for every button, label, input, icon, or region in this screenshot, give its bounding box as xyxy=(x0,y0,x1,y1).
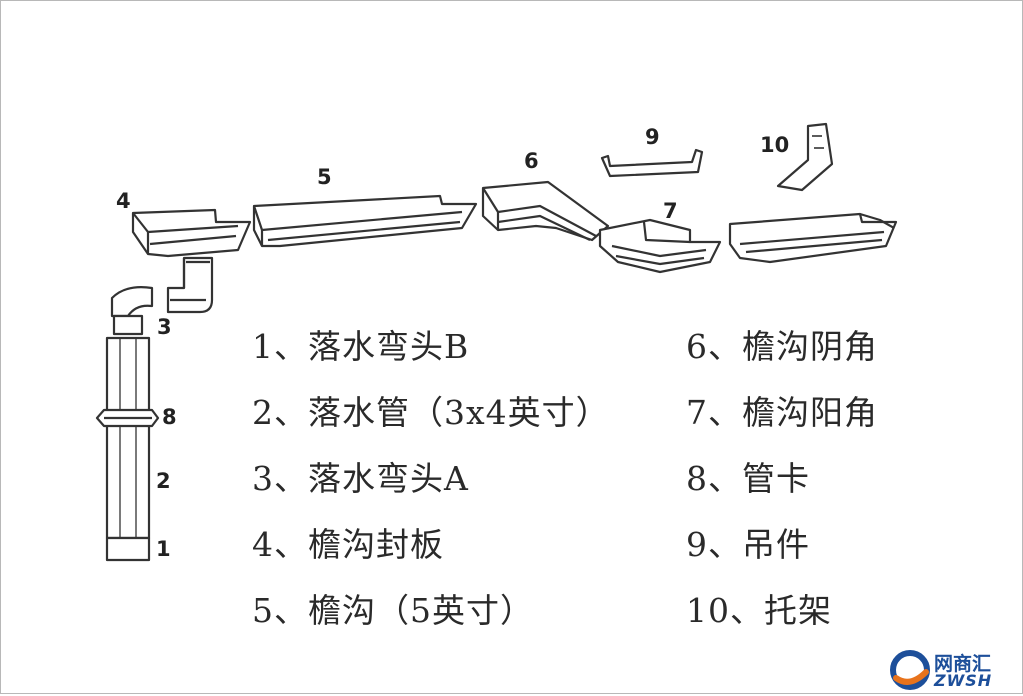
gutter-end-cap-part xyxy=(131,208,252,258)
bracket-part xyxy=(776,122,834,192)
legend-item-8: 8、管卡 xyxy=(686,459,810,498)
part-number-7: 7 xyxy=(663,199,678,223)
logo-name-en: ZWSH xyxy=(934,671,993,690)
part-number-4: 4 xyxy=(116,189,131,213)
legend-item-7: 7、檐沟阳角 xyxy=(686,393,878,432)
legend-item-10: 10、托架 xyxy=(686,591,832,630)
downspout-elbow-a-part xyxy=(166,256,214,314)
watermark-logo: 网商汇 ZWSH xyxy=(888,648,1018,692)
part-number-2: 2 xyxy=(156,469,171,493)
gutter-outside-corner-part xyxy=(598,218,722,274)
part-number-5: 5 xyxy=(317,165,332,189)
logo-name-cn: 网商汇 xyxy=(934,653,992,675)
downspout-pipe-part xyxy=(105,286,154,562)
part-number-8: 8 xyxy=(162,405,177,429)
legend-item-6: 6、檐沟阴角 xyxy=(686,327,878,366)
pipe-clamp-part xyxy=(95,408,160,428)
legend-item-5: 5、檐沟（5英寸） xyxy=(252,591,534,630)
part-number-1: 1 xyxy=(156,537,171,561)
part-number-3: 3 xyxy=(157,315,172,339)
legend-item-3: 3、落水弯头A xyxy=(252,459,469,498)
gutter-right-section-part xyxy=(728,212,898,264)
logo-swirl-icon xyxy=(890,650,930,690)
part-number-6: 6 xyxy=(524,149,539,173)
part-number-10: 10 xyxy=(760,133,789,157)
gutter-5-inch-part xyxy=(252,194,478,248)
legend-item-2: 2、落水管（3x4英寸） xyxy=(252,393,610,432)
part-number-9: 9 xyxy=(645,125,660,149)
legend-item-1: 1、落水弯头B xyxy=(252,327,470,366)
legend-item-4: 4、檐沟封板 xyxy=(252,525,444,564)
gutter-inside-corner-part xyxy=(481,180,610,242)
hanger-part xyxy=(600,148,704,178)
legend-item-9: 9、吊件 xyxy=(686,525,810,564)
